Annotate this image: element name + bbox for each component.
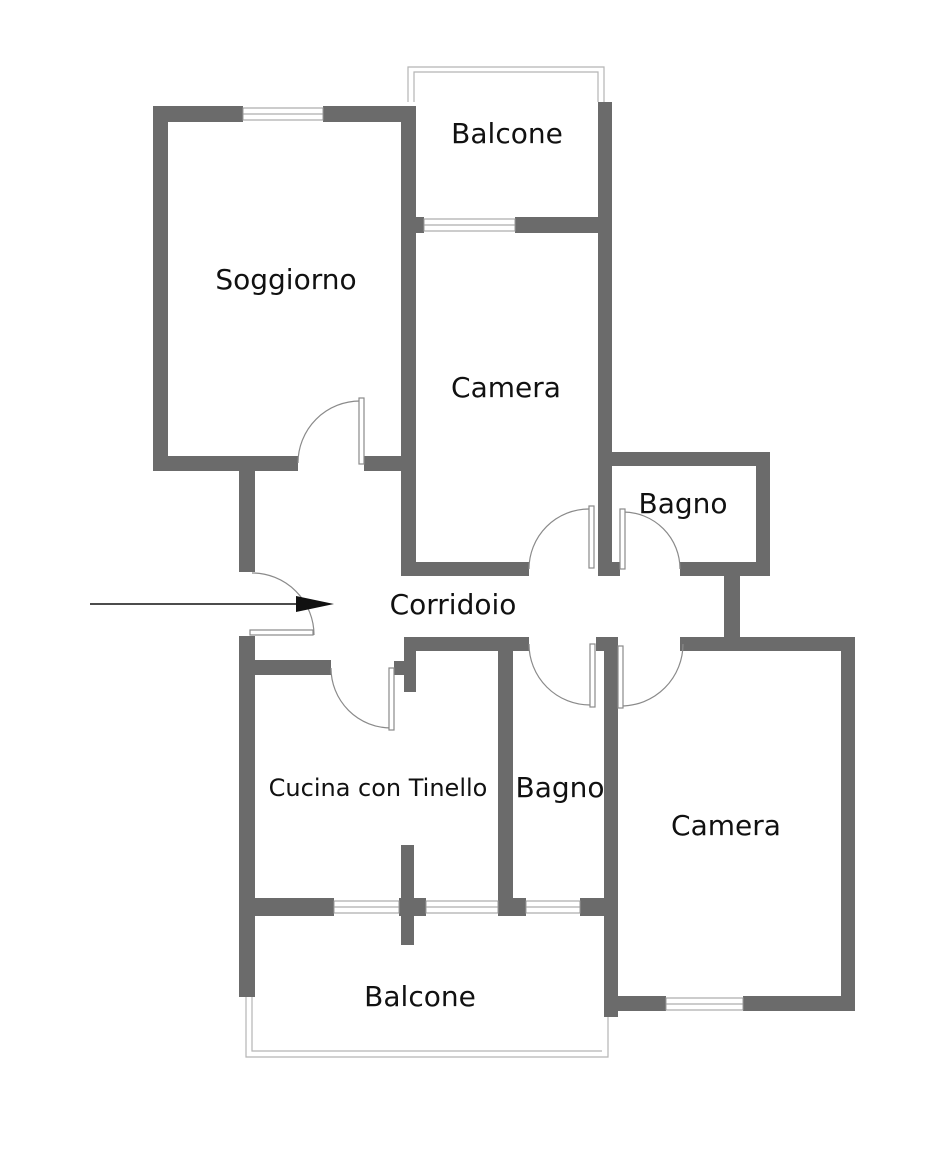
room-label-soggiorno: Soggiorno — [215, 263, 356, 296]
room-label-corridoio: Corridoio — [390, 588, 517, 621]
room-label-bagno-bottom: Bagno — [515, 771, 604, 804]
doors — [249, 397, 684, 731]
room-label-camera-top: Camera — [451, 371, 561, 404]
room-label-cucina: Cucina con Tinello — [269, 774, 488, 802]
walls — [153, 102, 855, 1017]
entrance-arrow-icon — [90, 596, 334, 612]
room-label-balcone-top: Balcone — [451, 117, 563, 150]
room-label-bagno-top: Bagno — [638, 487, 727, 520]
room-label-balcone-bottom: Balcone — [364, 980, 476, 1013]
room-label-camera-bottom: Camera — [671, 809, 781, 842]
windows — [242, 107, 744, 1011]
